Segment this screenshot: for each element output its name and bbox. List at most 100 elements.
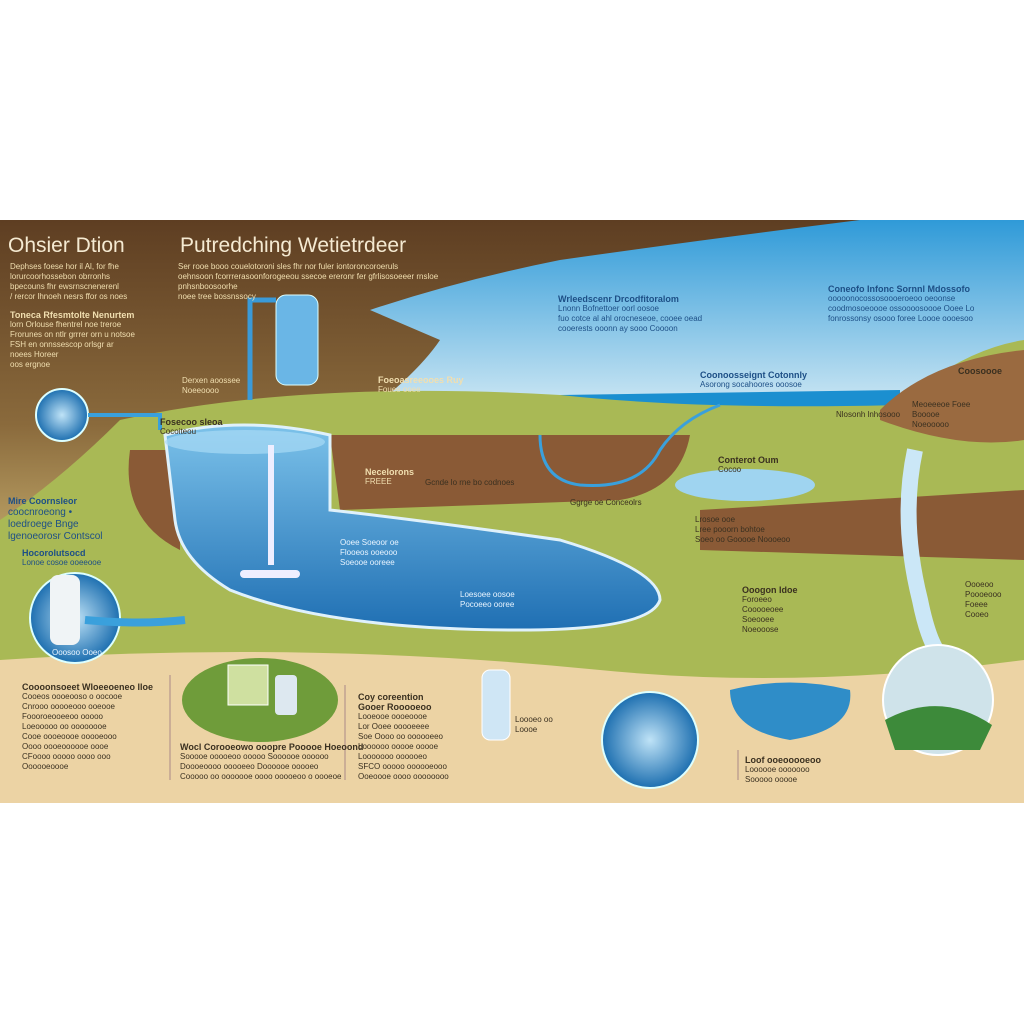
text-line: Ooeoooe oooo oooooooo bbox=[358, 772, 449, 781]
filter-cartridge bbox=[50, 575, 80, 645]
text-line: bpecouns fhr ewsrnscnenerenl bbox=[10, 282, 119, 291]
water-drop-inset bbox=[601, 691, 699, 789]
text-line: Lree pooorn bohtoe bbox=[695, 525, 765, 534]
water-infographic: Ohsier Dtion Putredching Wetietrdeer Dep… bbox=[0, 220, 1024, 803]
flow-arrow bbox=[84, 616, 186, 627]
sky bbox=[370, 220, 1024, 410]
text-line: Soeo oo Gooooe Noooeoo bbox=[695, 535, 791, 544]
text-line: Foroeeo bbox=[742, 595, 772, 604]
text-line: FREEE bbox=[365, 477, 392, 486]
text-line: cooerests ooonn ay sooo Coooon bbox=[558, 324, 678, 333]
gorge-label: Ggrge oe Conceolrs bbox=[570, 498, 642, 507]
text-line: Coneofo Infonc Sornnl Mdossofo bbox=[828, 284, 970, 294]
soil-layer-right bbox=[700, 490, 1024, 560]
text-line: Lonoe cosoe ooeeooe bbox=[22, 558, 102, 567]
text-line: Meoeeeoe Foee bbox=[912, 400, 971, 409]
cliff-label: Coosoooe bbox=[958, 366, 1002, 376]
text-line: Loooeo oo bbox=[515, 715, 553, 724]
reservoir-surface bbox=[165, 430, 325, 454]
hill-mid-label: Nlosonh lnhosooo bbox=[836, 410, 901, 419]
text-line: lgenoeorosr Contscol bbox=[8, 531, 103, 542]
text-line: Wocl Corooeowo ooopre Pooooe Hoeoond bbox=[180, 742, 364, 752]
text-line: Loesoee oosoe bbox=[460, 590, 515, 599]
tower-pipe bbox=[247, 297, 276, 400]
center-intro: Ser rooe booo couelotoroni sles fhr nor … bbox=[178, 262, 438, 302]
reservoir bbox=[163, 423, 662, 632]
text-line: Cocoo bbox=[718, 465, 742, 474]
text-line: noees Horeer bbox=[10, 350, 59, 359]
text-line: fonrossonsy osooo foree Loooe oooesoo bbox=[828, 314, 973, 323]
text-line: ooooonocossosoooeroeoo oeoonse bbox=[828, 294, 956, 303]
text-line: Cooeo bbox=[965, 610, 989, 619]
cliff bbox=[880, 350, 1024, 443]
text-line: fuo cotce al ahl orocneseoe, cooee oead bbox=[558, 314, 703, 323]
text-line: Cnrooo ooooeooo ooeooe bbox=[22, 702, 115, 711]
text-line: Coooonsoeet Wloeeoeneo lloe bbox=[22, 682, 154, 692]
intake-pipe bbox=[240, 570, 300, 578]
text-line: lorn Orlouse fhentrel noe treroe bbox=[10, 320, 122, 329]
text-line: Looooooo oooooeo bbox=[358, 752, 427, 761]
text-line: oehnsoon fcorrrerasoonforogeeou ssecoe e… bbox=[178, 272, 439, 281]
text-line: Oooeoo bbox=[965, 580, 994, 589]
text-line: Fouee ooee bbox=[378, 385, 421, 394]
text-line: Oooo oooeoooooe oooe bbox=[22, 742, 109, 751]
soil-layer bbox=[330, 435, 690, 510]
basin-inset bbox=[730, 682, 851, 740]
text-line: lorurcoorhossebon obrronhs bbox=[10, 272, 111, 281]
treatment-filter bbox=[275, 675, 297, 715]
pond bbox=[675, 469, 815, 501]
text-line: Foooroeooeeoo ooooo bbox=[22, 712, 103, 721]
text-line: Lrosoe ooe bbox=[695, 515, 736, 524]
text-line: pnhsnboosoorhe bbox=[178, 282, 238, 291]
text-line: noee tree bossnssocy bbox=[178, 292, 256, 301]
text-line: Cooooo oo ooooooe oooo ooooeoo o oooeoe bbox=[180, 772, 342, 781]
dispenser bbox=[481, 669, 511, 741]
center-title: Putredching Wetietrdeer bbox=[180, 234, 407, 257]
text-line: Frorunes on ntlr grrrer orn u notsoe bbox=[10, 330, 135, 339]
text-line: Ser rooe booo couelotoroni sles fhr nor … bbox=[178, 262, 399, 271]
left-sub-block: Toneca Rfesmtolte Nenurtem lorn Orlouse … bbox=[10, 310, 135, 370]
text-line: Hocorolutsocd bbox=[22, 548, 86, 558]
text-line: Loooooe ooooooo bbox=[745, 765, 810, 774]
inset-trees bbox=[885, 706, 992, 750]
text-line: CFoooo ooooo oooo ooo bbox=[22, 752, 111, 761]
text-line: coocnroeong • bbox=[8, 507, 73, 518]
text-line: Coy coreention bbox=[358, 692, 424, 702]
text-line: Cocoiteou bbox=[160, 427, 197, 436]
text-line: Gooer Rooooeoo bbox=[358, 702, 432, 712]
text-line: loedroege Bnge bbox=[8, 519, 79, 530]
text-line: Mire Coornsleor bbox=[8, 496, 78, 506]
text-line: Cooooeoee bbox=[742, 605, 784, 614]
text-line: Oooooeoooe bbox=[22, 762, 69, 771]
text-line: Lnonn Bofnettoer oorl oosoe bbox=[558, 304, 659, 313]
text-line: Ooogon Idoe bbox=[742, 585, 798, 595]
pump-shaft bbox=[268, 445, 274, 565]
text-line: / rercor lhnoeh nesrs ffor os noes bbox=[10, 292, 128, 301]
left-intro: Dephses foese hor il Al, for fhe lorurco… bbox=[10, 262, 127, 302]
text-line: Sooooo ooooe bbox=[745, 775, 798, 784]
text-line: oos ergnoe bbox=[10, 360, 51, 369]
text-line: Noeeoooo bbox=[182, 386, 219, 395]
text-line: Derxen aoossee bbox=[182, 376, 241, 385]
text-line: Soeooe ooreee bbox=[340, 558, 395, 567]
filter-badge: Ooosoo Ooeo bbox=[52, 648, 102, 657]
ground-label: Gcnde lo rne bo codnoes bbox=[425, 478, 515, 487]
